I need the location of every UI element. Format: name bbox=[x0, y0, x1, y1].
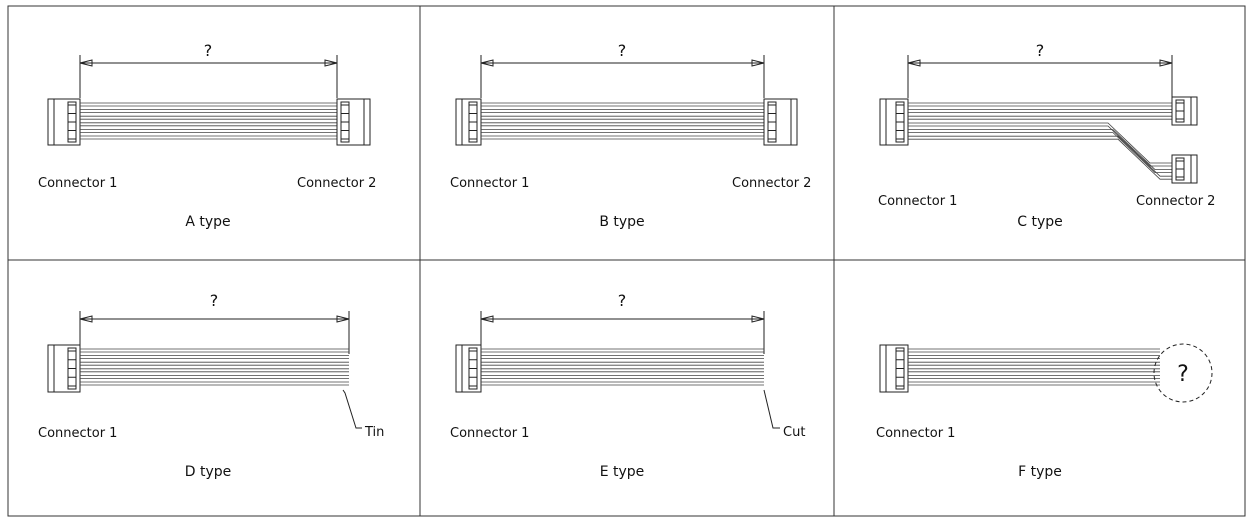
connector-body bbox=[336, 98, 371, 146]
wire-bundle bbox=[80, 102, 337, 140]
arrow-left-icon bbox=[79, 59, 93, 67]
connector-1-label: Connector 1 bbox=[38, 426, 117, 441]
connector bbox=[879, 98, 909, 146]
connector-2-label: Connector 2 bbox=[1136, 194, 1215, 209]
panel-a-type: ? Connector 1 Connector 2 A type bbox=[38, 41, 376, 230]
wire bbox=[908, 138, 1172, 180]
type-label: C type bbox=[1017, 214, 1063, 230]
connector bbox=[763, 98, 798, 146]
wire-bundle bbox=[908, 102, 1172, 120]
type-label: F type bbox=[1018, 464, 1062, 480]
dimension-label: ? bbox=[210, 291, 219, 310]
wire-bundle bbox=[80, 348, 349, 386]
connector bbox=[47, 344, 81, 393]
wire bbox=[908, 135, 1172, 177]
dimension-line bbox=[907, 55, 1173, 98]
panel-d-type: ? Connector 1 Tin D type bbox=[38, 291, 384, 480]
connector-body bbox=[763, 98, 798, 146]
tin-leader-line bbox=[342, 389, 362, 429]
arrow-right-icon bbox=[1159, 59, 1173, 67]
panel-b-type: ? Connector 1 Connector 2 B type bbox=[450, 41, 811, 230]
dimension-label: ? bbox=[618, 291, 627, 310]
wire-bundle bbox=[908, 348, 1160, 386]
connector-2-label: Connector 2 bbox=[297, 176, 376, 191]
connector bbox=[879, 344, 909, 393]
connector-body bbox=[47, 98, 81, 146]
connector bbox=[1171, 96, 1198, 126]
panel-c-type: ? Connector 1 Connector 2 C type bbox=[878, 41, 1215, 230]
connector bbox=[336, 98, 371, 146]
arrow-left-icon bbox=[907, 59, 921, 67]
wire bbox=[908, 129, 1172, 170]
connector-1-label: Connector 1 bbox=[450, 176, 529, 191]
panel-e-type: ? Connector 1 Cut E type bbox=[450, 291, 805, 480]
connector-body bbox=[455, 98, 482, 146]
cut-label: Cut bbox=[783, 425, 805, 440]
type-label: A type bbox=[185, 214, 230, 230]
type-label: D type bbox=[185, 464, 232, 480]
connector-1-label: Connector 1 bbox=[878, 194, 957, 209]
arrow-left-icon bbox=[480, 315, 494, 323]
connector-body bbox=[1171, 96, 1198, 126]
arrow-right-icon bbox=[336, 315, 350, 323]
wire bbox=[908, 122, 1172, 164]
wire bbox=[908, 132, 1172, 173]
connector bbox=[47, 98, 81, 146]
dimension-label: ? bbox=[618, 41, 627, 60]
connector bbox=[455, 344, 482, 393]
dimension-line bbox=[79, 55, 338, 98]
dimension-label: ? bbox=[1036, 41, 1045, 60]
dimension-line bbox=[480, 311, 765, 354]
panel-f-type: ? Connector 1 F type bbox=[876, 343, 1213, 480]
connector bbox=[455, 98, 482, 146]
connector-1-label: Connector 1 bbox=[450, 426, 529, 441]
arrow-right-icon bbox=[324, 59, 338, 67]
connector-1-label: Connector 1 bbox=[876, 426, 955, 441]
arrow-right-icon bbox=[751, 59, 765, 67]
wire-bundle bbox=[481, 102, 764, 140]
arrow-left-icon bbox=[480, 59, 494, 67]
wire bbox=[908, 125, 1172, 167]
arrow-right-icon bbox=[751, 315, 765, 323]
connector-2-label: Connector 2 bbox=[732, 176, 811, 191]
cut-leader-line bbox=[763, 389, 780, 429]
connector-body bbox=[879, 98, 909, 146]
unspecified-end-circle bbox=[1153, 343, 1213, 403]
wire-bundle bbox=[481, 348, 764, 386]
wire-bundle-branch bbox=[908, 122, 1172, 180]
dimension-line bbox=[79, 311, 350, 354]
grid-frame bbox=[7, 5, 1246, 517]
arrow-left-icon bbox=[79, 315, 93, 323]
connector-1-label: Connector 1 bbox=[38, 176, 117, 191]
type-label: E type bbox=[600, 464, 645, 480]
tin-label: Tin bbox=[364, 425, 384, 440]
type-label: B type bbox=[599, 214, 644, 230]
unspecified-end-mark: ? bbox=[1177, 362, 1189, 387]
cable-drawings bbox=[47, 55, 1198, 429]
dimension-line bbox=[480, 55, 765, 98]
dimension-label: ? bbox=[204, 41, 213, 60]
connector-body bbox=[1171, 154, 1198, 184]
connector bbox=[1171, 154, 1198, 184]
